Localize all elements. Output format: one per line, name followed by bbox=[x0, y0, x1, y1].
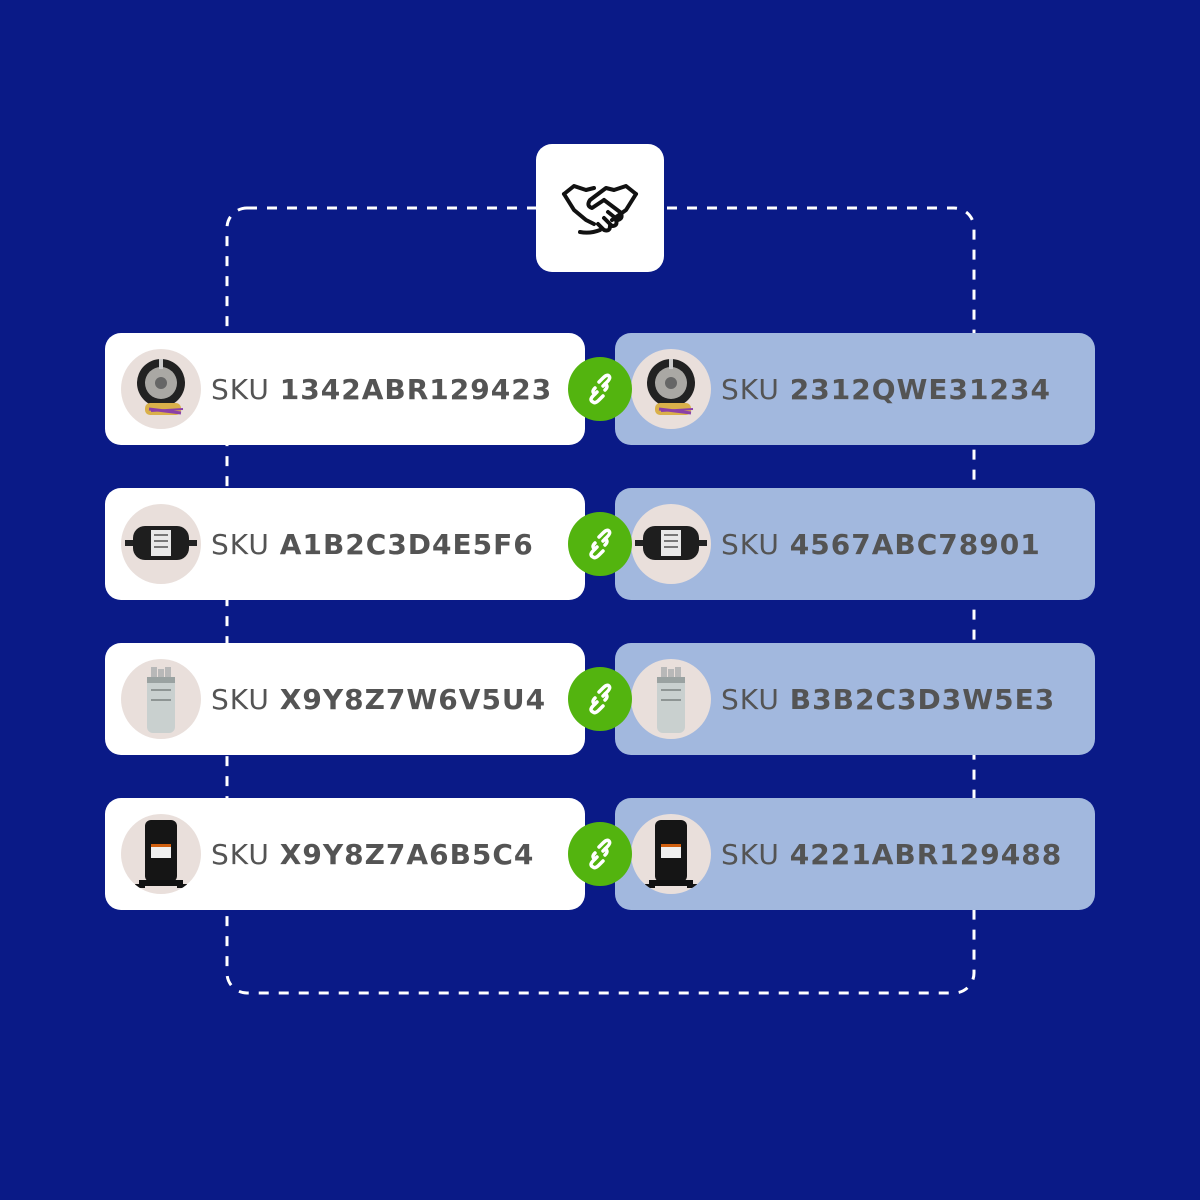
sku-code: A1B2C3D4E5F6 bbox=[279, 527, 534, 561]
sku-label: SKU 1342ABR129423 bbox=[211, 373, 552, 406]
link-badge bbox=[568, 512, 632, 576]
handshake-box bbox=[536, 144, 664, 272]
product-thumbnail bbox=[631, 814, 711, 894]
product-thumbnail bbox=[121, 504, 201, 584]
sku-card-right: SKU B3B2C3D3W5E3 bbox=[615, 643, 1095, 755]
sku-card-right: SKU 4221ABR129488 bbox=[615, 798, 1095, 910]
sku-code: 2312QWE31234 bbox=[789, 372, 1051, 406]
sku-label: SKU 4221ABR129488 bbox=[721, 838, 1062, 871]
sku-code: B3B2C3D3W5E3 bbox=[789, 682, 1056, 716]
link-badge bbox=[568, 357, 632, 421]
sku-prefix: SKU bbox=[721, 682, 780, 716]
link-badge bbox=[568, 667, 632, 731]
sku-prefix: SKU bbox=[721, 837, 780, 871]
product-thumbnail bbox=[631, 349, 711, 429]
sku-prefix: SKU bbox=[211, 372, 270, 406]
product-thumbnail bbox=[121, 349, 201, 429]
link-badge bbox=[568, 822, 632, 886]
sku-card-right: SKU 4567ABC78901 bbox=[615, 488, 1095, 600]
chain-link-icon bbox=[589, 683, 612, 715]
sku-prefix: SKU bbox=[211, 682, 270, 716]
sku-prefix: SKU bbox=[211, 527, 270, 561]
sku-code: X9Y8Z7W6V5U4 bbox=[279, 682, 547, 716]
sku-prefix: SKU bbox=[721, 527, 780, 561]
chain-link-icon bbox=[589, 373, 612, 405]
product-thumbnail bbox=[631, 659, 711, 739]
sku-card-left: SKU X9Y8Z7W6V5U4 bbox=[105, 643, 585, 755]
sku-label: SKU B3B2C3D3W5E3 bbox=[721, 683, 1055, 716]
sku-code: 1342ABR129423 bbox=[279, 372, 553, 406]
sku-prefix: SKU bbox=[721, 372, 780, 406]
sku-card-left: SKU A1B2C3D4E5F6 bbox=[105, 488, 585, 600]
sku-code: 4221ABR129488 bbox=[789, 837, 1063, 871]
chain-link-icon bbox=[589, 838, 612, 870]
sku-label: SKU 2312QWE31234 bbox=[721, 373, 1051, 406]
sku-card-left: SKU X9Y8Z7A6B5C4 bbox=[105, 798, 585, 910]
sku-label: SKU X9Y8Z7W6V5U4 bbox=[211, 683, 546, 716]
sku-label: SKU X9Y8Z7A6B5C4 bbox=[211, 838, 534, 871]
sku-code: X9Y8Z7A6B5C4 bbox=[279, 837, 535, 871]
handshake-icon bbox=[562, 184, 638, 235]
sku-card-right: SKU 2312QWE31234 bbox=[615, 333, 1095, 445]
product-thumbnail bbox=[631, 504, 711, 584]
sku-code: 4567ABC78901 bbox=[789, 527, 1041, 561]
product-thumbnail bbox=[121, 814, 201, 894]
sku-label: SKU A1B2C3D4E5F6 bbox=[211, 528, 534, 561]
sku-label: SKU 4567ABC78901 bbox=[721, 528, 1041, 561]
product-thumbnail bbox=[121, 659, 201, 739]
chain-link-icon bbox=[589, 528, 612, 560]
sku-prefix: SKU bbox=[211, 837, 270, 871]
sku-card-left: SKU 1342ABR129423 bbox=[105, 333, 585, 445]
